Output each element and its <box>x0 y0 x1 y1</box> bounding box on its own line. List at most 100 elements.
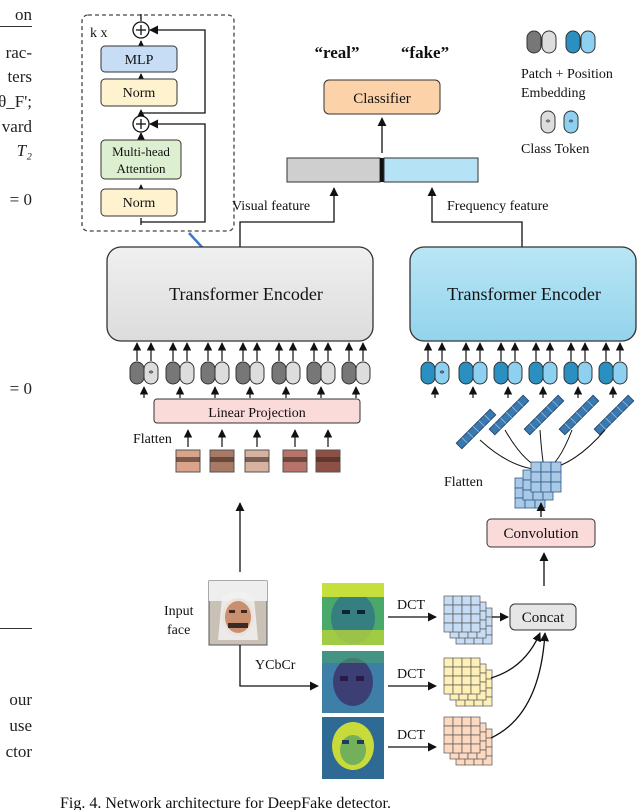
linear-projection-label: Linear Projection <box>208 406 306 421</box>
dct-label-3: DCT <box>397 728 425 743</box>
dct-cell <box>461 684 472 695</box>
dct-cell <box>461 613 472 624</box>
margin-line-1: rac- <box>5 43 32 62</box>
class-token-frequency: * <box>420 342 450 398</box>
margin-line-3: θ_F'; <box>0 92 32 111</box>
dct-cell <box>476 749 487 760</box>
dct-cell <box>461 622 472 633</box>
visual-token-row: * <box>129 342 371 398</box>
concat-box <box>509 603 577 631</box>
class-token-legend-icon: * * <box>540 110 579 134</box>
dct-cell <box>452 657 463 668</box>
dct-cell <box>461 743 472 754</box>
dct-grid-y <box>443 595 493 645</box>
frequency-feature-label: Frequency feature <box>447 199 548 214</box>
dct-cell <box>443 675 454 686</box>
dct-cell <box>452 743 463 754</box>
margin-line-7: = 0 <box>9 379 32 398</box>
margin-line-5: T₂ <box>16 141 32 160</box>
patch-token-visual <box>165 342 195 398</box>
dct-grid-cb <box>443 657 493 707</box>
dct-cell <box>443 604 454 615</box>
encoder-left-label: Transformer Encoder <box>169 284 323 304</box>
dct-cell <box>461 666 472 677</box>
dct-cell <box>443 684 454 695</box>
dct-cell <box>461 675 472 686</box>
class-token-visual: * <box>129 342 159 398</box>
flattened-vector <box>558 394 600 436</box>
dct-cell <box>470 734 481 745</box>
norm-box-top <box>100 78 178 107</box>
face-patch <box>244 429 270 473</box>
figure-caption: Fig. 4. Network architecture for DeepFak… <box>60 795 391 810</box>
norm-box-bottom <box>100 188 178 217</box>
flattened-vector <box>488 394 530 436</box>
convolution-label: Convolution <box>503 526 579 542</box>
patch-token-visual <box>235 342 265 398</box>
classifier-label: Classifier <box>353 91 411 107</box>
dct-cell <box>470 595 481 606</box>
dct-cell <box>452 684 463 695</box>
cube-cell <box>530 471 542 483</box>
dct-cell <box>482 755 493 766</box>
cube-cell <box>550 471 562 483</box>
frequency-feature-bar <box>383 157 479 183</box>
patch-token-frequency <box>563 342 593 398</box>
flatten-right-label: Flatten <box>444 475 483 490</box>
patch-token-frequency <box>528 342 558 398</box>
dct-cell <box>452 604 463 615</box>
dct-cell <box>452 613 463 624</box>
add-node-bottom <box>132 115 150 133</box>
feature-cube <box>514 461 562 509</box>
flattened-vector <box>593 394 635 436</box>
dct-cell <box>470 716 481 727</box>
linear-projection-box <box>153 398 361 424</box>
ycbcr-label: YCbCr <box>255 658 296 673</box>
visual-feature-label: Visual feature <box>232 199 310 214</box>
input-face-image <box>208 580 268 646</box>
transformer-encoder-visual <box>106 246 374 342</box>
legend: Patch + Position Embedding * * Class Tok… <box>521 30 613 157</box>
face-patches <box>175 429 341 473</box>
norm-label-bottom: Norm <box>123 196 156 211</box>
flattened-vectors <box>455 394 635 471</box>
face-patch <box>282 429 308 473</box>
dct-cell <box>476 690 487 701</box>
face-patch <box>315 429 341 473</box>
flattened-vector <box>455 408 497 450</box>
margin-line-0: on <box>15 5 32 24</box>
dct-cell <box>470 684 481 695</box>
dct-cell <box>452 716 463 727</box>
dct-cell <box>470 657 481 668</box>
dct-cell <box>461 734 472 745</box>
transformer-block: k x MLP Norm Multi-head Attention <box>81 14 235 232</box>
cube-cell <box>540 461 552 473</box>
frequency-token-row: * <box>420 342 628 398</box>
dct-cell <box>443 725 454 736</box>
dct-cell <box>461 604 472 615</box>
margin-line-6: = 0 <box>9 190 32 209</box>
dct-cell <box>443 657 454 668</box>
cr-channel-image <box>322 717 384 779</box>
dct-cell <box>470 613 481 624</box>
margin-line-9: use <box>9 716 32 735</box>
add-node-top <box>132 21 150 39</box>
cube-cell <box>550 481 562 493</box>
dct-cell <box>470 622 481 633</box>
attention-box <box>100 139 182 180</box>
margin-line-10: ctor <box>5 742 32 761</box>
cube-cell <box>530 481 542 493</box>
dct-cell <box>452 734 463 745</box>
dct-cell <box>452 622 463 633</box>
dct-cell <box>482 696 493 707</box>
dct-cell <box>470 666 481 677</box>
dct-cell <box>461 716 472 727</box>
dct-cell <box>470 604 481 615</box>
convolution-box <box>486 518 596 548</box>
legend-class-token: Class Token <box>521 142 589 157</box>
legend-patch-line2: Embedding <box>521 86 586 101</box>
patch-token-frequency <box>458 342 488 398</box>
cube-cell <box>540 481 552 493</box>
svg-text:*: * <box>148 368 154 380</box>
